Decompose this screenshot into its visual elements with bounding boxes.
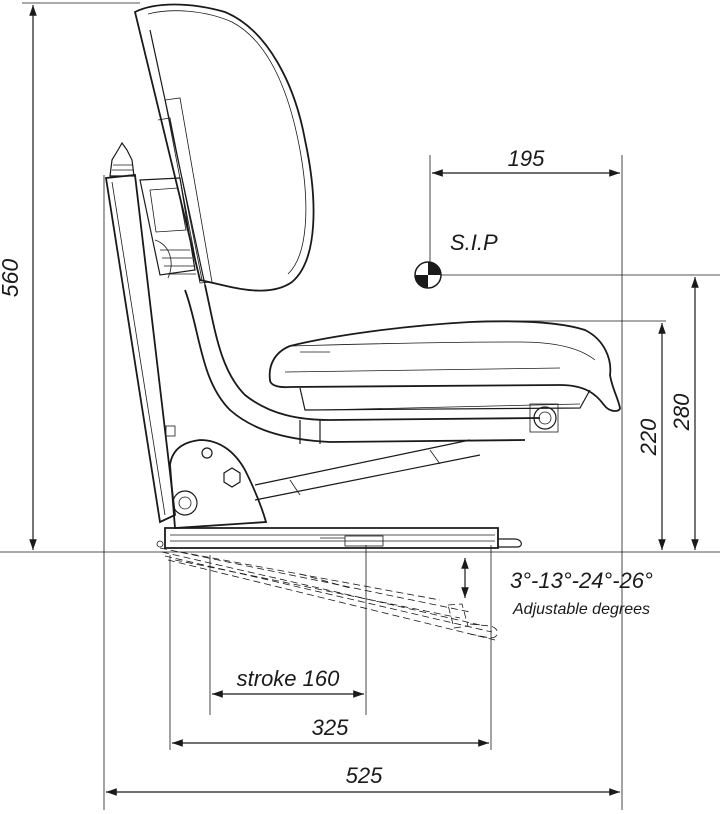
- nut-icon: [223, 467, 241, 488]
- seat-outline: [104, 3, 621, 641]
- sip-marker-icon: [414, 261, 442, 289]
- hinge-plate: [169, 439, 268, 529]
- total-length-label: 525: [346, 763, 383, 788]
- tilt-degrees-label: 3°-13°-24°-26°: [510, 568, 653, 593]
- hinge-bolt-icon: [172, 490, 198, 516]
- tilt-caption: Adjustable degrees: [512, 601, 650, 618]
- backrest-frame: [104, 174, 176, 524]
- rail-handle: [498, 538, 522, 548]
- seat-cushion: [268, 320, 621, 412]
- rail-length-label: 325: [312, 715, 349, 740]
- bolt-icon: [529, 403, 559, 433]
- stroke-label: stroke 160: [237, 666, 340, 691]
- sip-label: S.I.P: [450, 230, 498, 255]
- total-height-label: 560: [0, 259, 23, 298]
- sip-offset-label: 195: [508, 146, 545, 171]
- dimension-lines: [29, 4, 699, 796]
- sip-height-label: 280: [669, 393, 694, 431]
- pivot-icon: [201, 447, 213, 459]
- tilt-positions: [159, 547, 498, 641]
- adjust-knob-icon: [109, 141, 135, 177]
- backrest: [133, 3, 315, 292]
- cushion-height-label: 220: [636, 418, 661, 456]
- slide-rail: [164, 527, 499, 549]
- seat-arm: [184, 289, 526, 443]
